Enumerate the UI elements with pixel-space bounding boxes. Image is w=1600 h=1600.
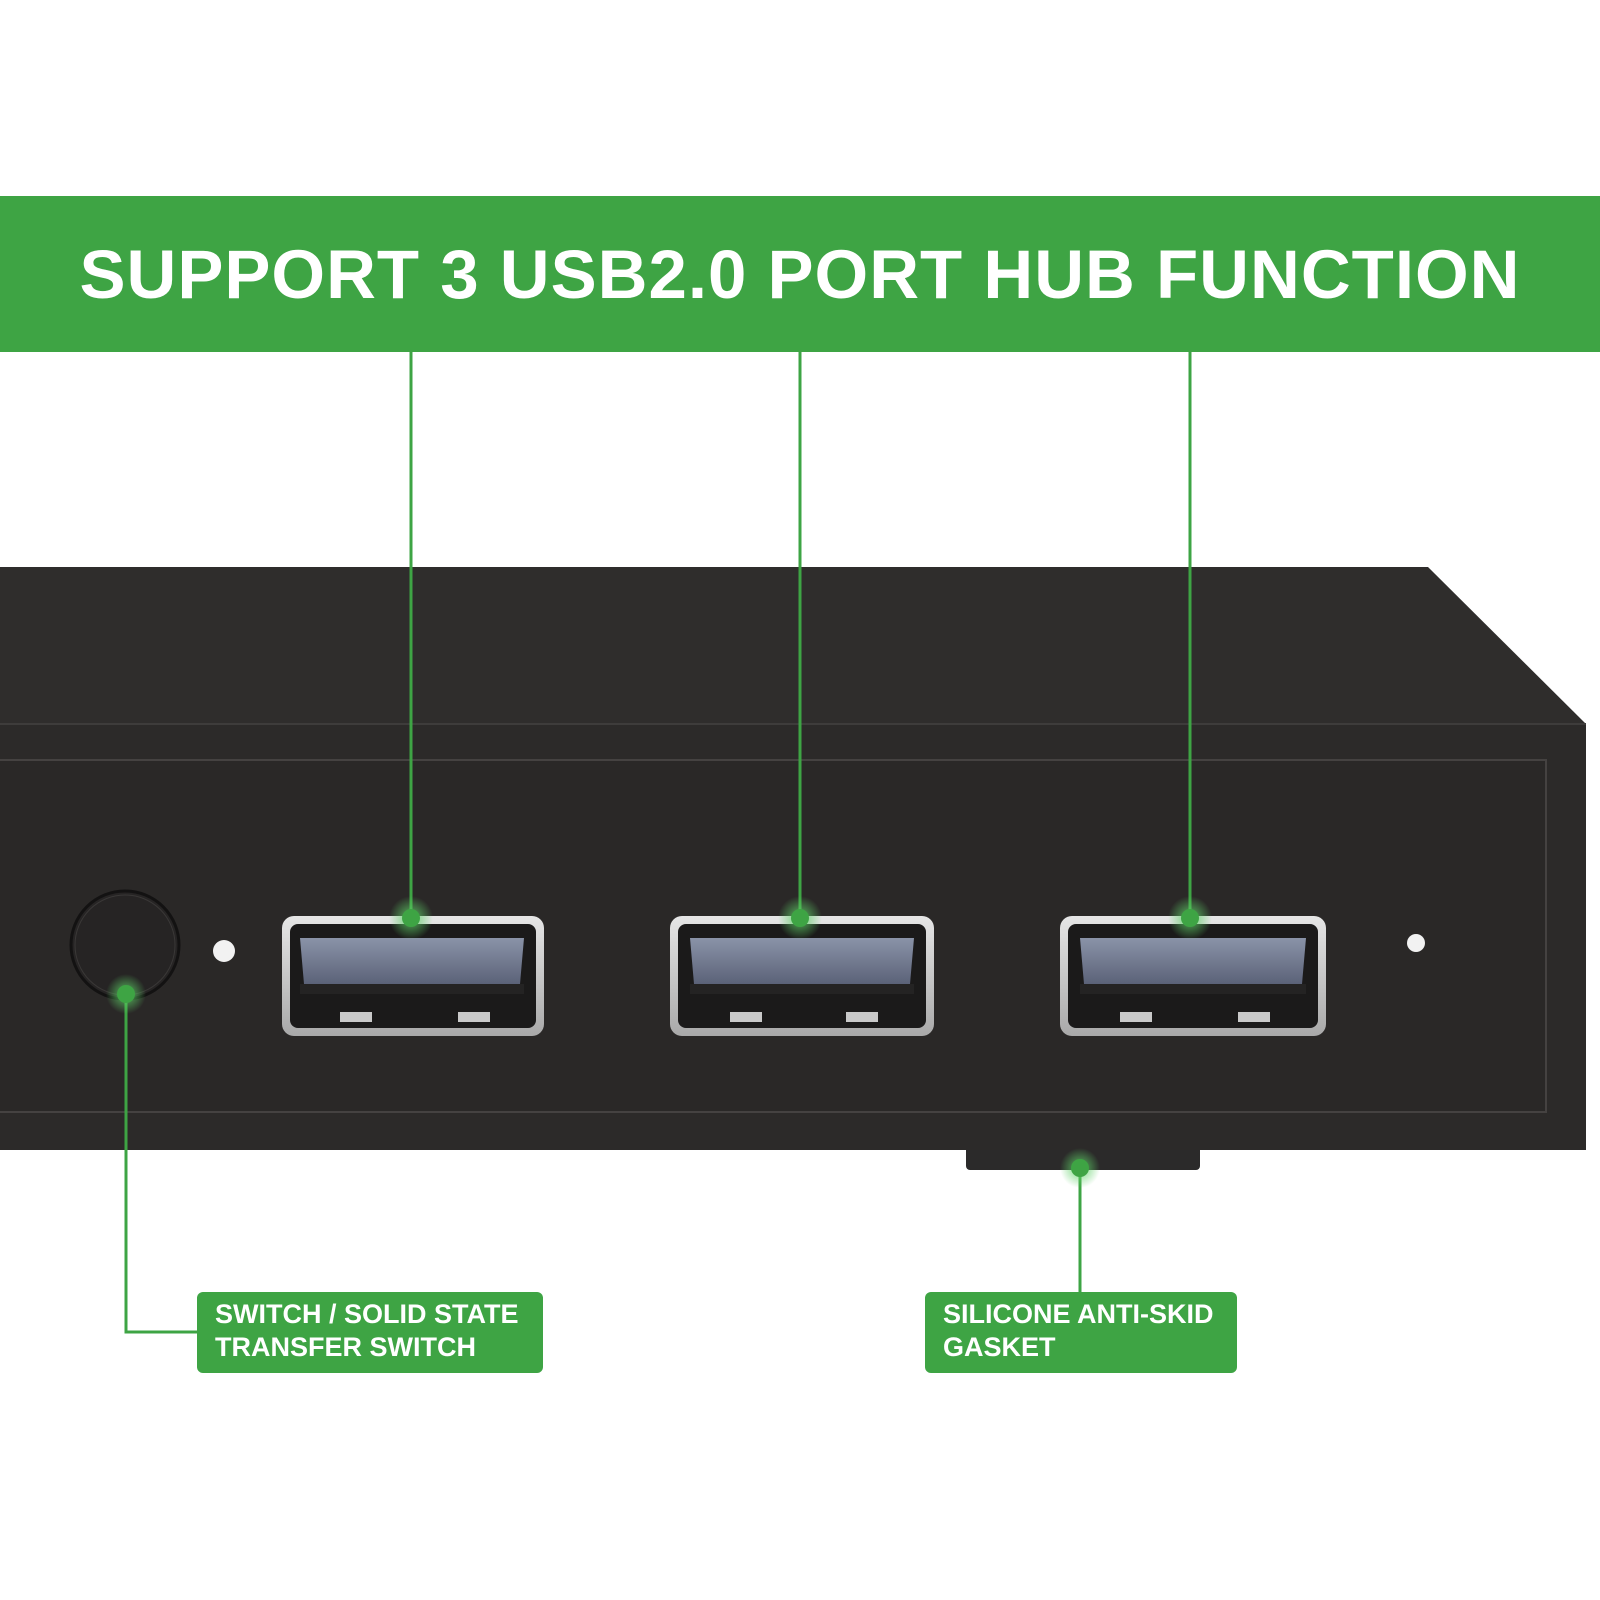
callout-dot-icon (1168, 896, 1212, 940)
usb-port-icon[interactable] (1060, 916, 1326, 1036)
usb-port-icon[interactable] (282, 916, 544, 1036)
switch-callout-line2: TRANSFER SWITCH (215, 1332, 476, 1362)
callout-leader-lines (124, 352, 1192, 1334)
device-top (0, 567, 1586, 724)
switch-callout-line1: SWITCH / SOLID STATE (215, 1299, 519, 1329)
headline-title: SUPPORT 3 USB2.0 PORT HUB FUNCTION (79, 235, 1521, 313)
headline-banner: SUPPORT 3 USB2.0 PORT HUB FUNCTION (0, 196, 1600, 352)
indicator-led-icon (1407, 934, 1425, 952)
gasket-callout-line1: SILICONE ANTI-SKID (943, 1299, 1214, 1329)
usb-port-icon[interactable] (670, 916, 934, 1036)
callout-dot-icon (106, 974, 146, 1014)
power-button-icon[interactable] (69, 889, 181, 1001)
callout-dot-icon (389, 896, 433, 940)
indicator-led-icon (213, 940, 235, 962)
callout-dot-icon (778, 896, 822, 940)
gasket-callout-line2: GASKET (943, 1332, 1056, 1362)
gasket-callout: SILICONE ANTI-SKID GASKET (925, 1292, 1237, 1373)
switch-callout: SWITCH / SOLID STATE TRANSFER SWITCH (197, 1292, 543, 1373)
callout-dot-icon (1060, 1148, 1100, 1188)
